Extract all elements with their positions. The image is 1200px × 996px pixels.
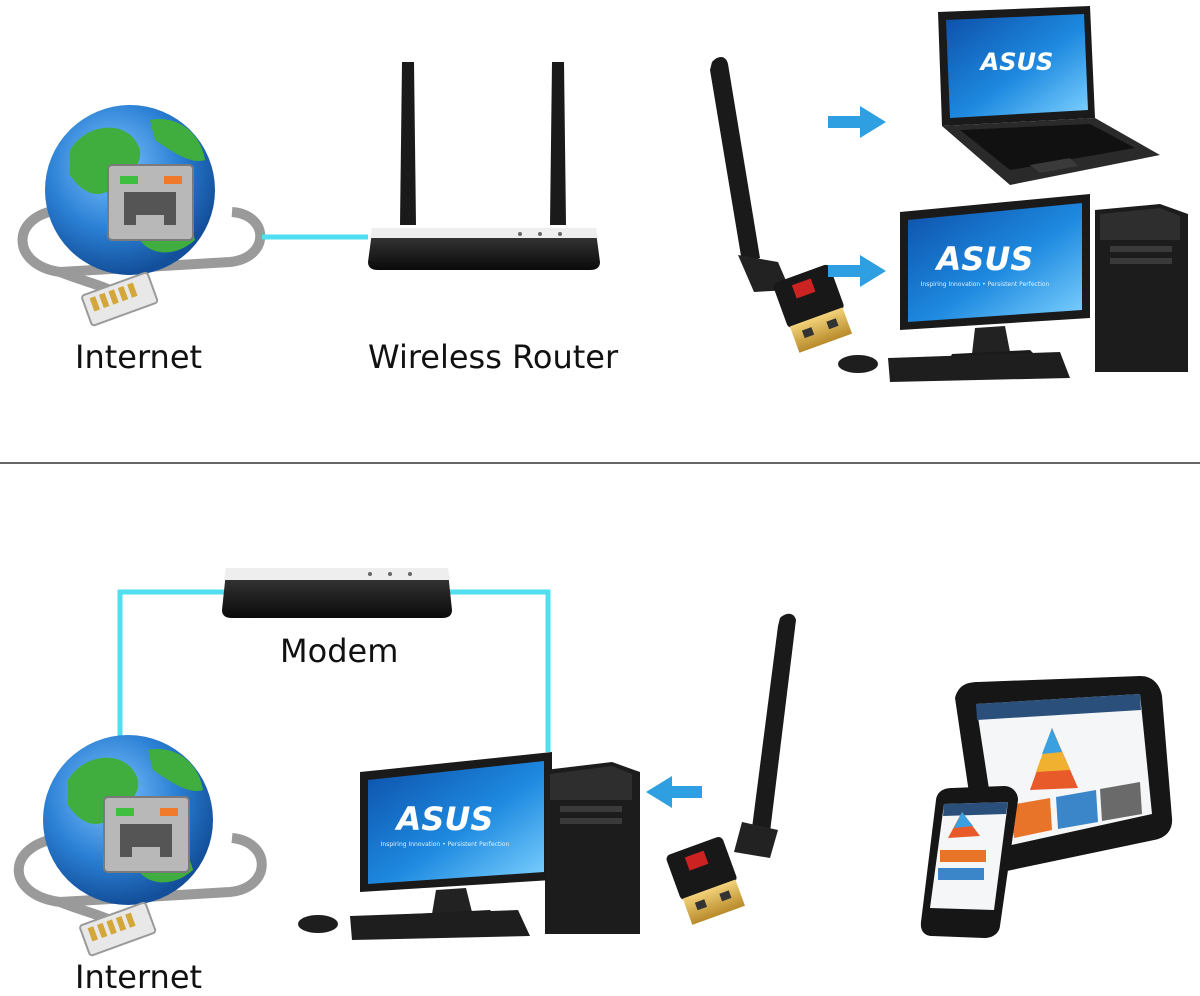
label-internet-top: Internet [75,338,203,376]
cable-internet-to-modem [117,589,225,742]
label-modem: Modem [280,632,399,670]
internet-globe-top-icon [17,105,266,327]
wireless-router-icon [368,62,600,270]
desktop-pc-top-icon: ASUS Inspiring Innovation • Persistent P… [838,194,1188,382]
internet-globe-bottom-icon [13,735,267,957]
arrow-to-laptop-icon [828,106,886,138]
desktop-pc-bottom-icon: ASUS Inspiring Innovation • Persistent P… [298,752,640,940]
monitor-bottom-tagline: Inspiring Innovation • Persistent Perfec… [381,841,510,848]
monitor-top-tagline: Inspiring Innovation • Persistent Perfec… [921,281,1050,288]
label-internet-bottom: Internet [75,958,203,996]
monitor-bottom-brand-logo: ASUS [394,800,494,838]
cable-modem-to-desktop [450,589,551,752]
arrow-to-desktop-bottom-icon [646,776,702,808]
label-wireless-router: Wireless Router [368,338,619,376]
laptop-brand-logo: ASUS [979,48,1054,76]
modem-icon [222,568,452,618]
monitor-top-brand-logo: ASUS [934,240,1034,278]
usb-wifi-adapter-top-icon [710,56,853,353]
tablet-icon [955,676,1173,873]
smartphone-icon [920,786,1018,938]
usb-wifi-adapter-bottom-icon [666,613,796,925]
arrow-to-desktop-top-icon [828,255,886,287]
laptop-icon: ASUS [938,6,1160,185]
